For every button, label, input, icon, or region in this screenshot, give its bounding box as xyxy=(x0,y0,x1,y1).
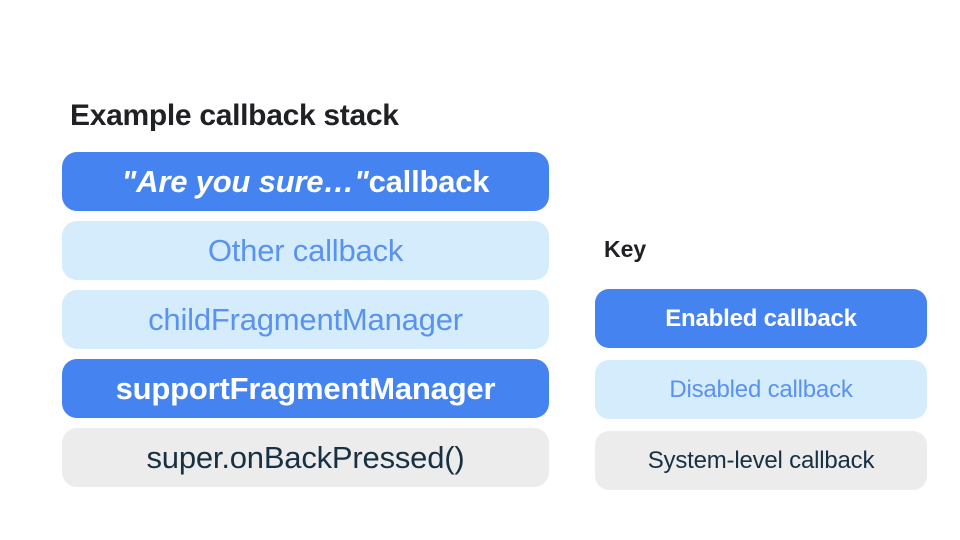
key-item-disabled-callback: Disabled callback xyxy=(595,360,927,419)
stack-item-are-you-sure-callback: "Are you sure…" callback xyxy=(62,152,549,211)
stack-item-label: "Are you sure…" xyxy=(121,163,369,199)
key-item-label: System-level callback xyxy=(647,446,875,474)
key-item-enabled-callback: Enabled callback xyxy=(595,289,927,348)
stack-item-super-onbackpressed: super.onBackPressed() xyxy=(62,428,549,487)
stack-item-other-callback: Other callback xyxy=(62,221,549,280)
key-title: Key xyxy=(604,236,647,262)
stack-item-child-fragment-manager: childFragmentManager xyxy=(62,290,549,349)
stack-title: Example callback stack xyxy=(70,99,399,132)
stack-item-label: supportFragmentManager xyxy=(115,370,496,406)
stack-item-label: callback xyxy=(368,163,490,199)
stack-item-label: super.onBackPressed() xyxy=(146,439,465,475)
stack-item-label: Other callback xyxy=(207,232,404,268)
key-item-label: Enabled callback xyxy=(665,304,857,332)
key-item-system-level-callback: System-level callback xyxy=(595,431,927,490)
stack-item-support-fragment-manager: supportFragmentManager xyxy=(62,359,549,418)
stack-item-label: childFragmentManager xyxy=(148,301,463,337)
key-item-label: Disabled callback xyxy=(669,375,853,403)
